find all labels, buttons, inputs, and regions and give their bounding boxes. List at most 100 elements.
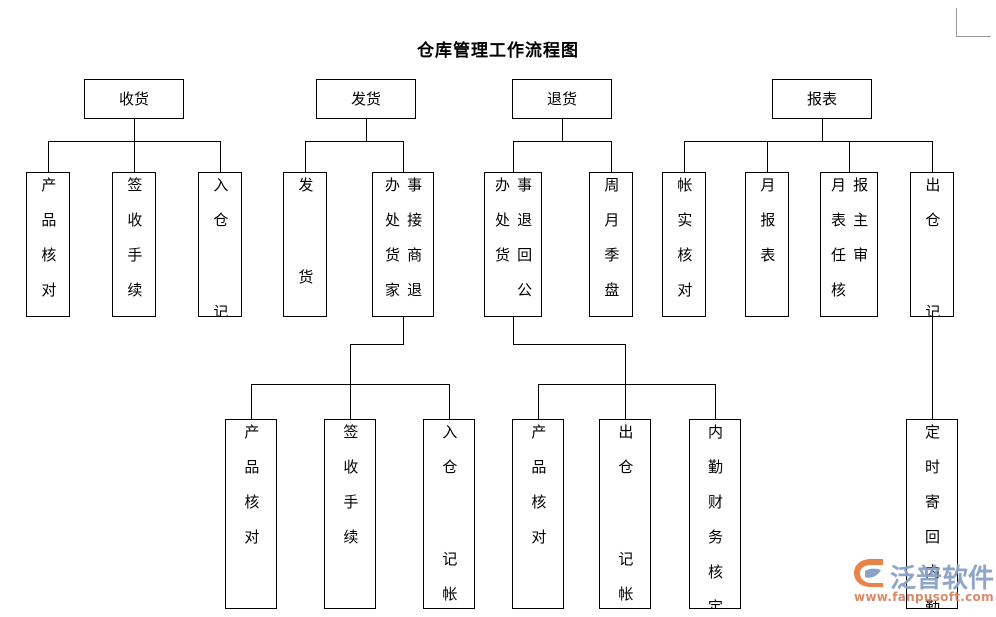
node-rcv-1-text: 产 品 核 对: [27, 177, 69, 312]
connector-shipping-bus: [305, 141, 403, 142]
node-shp-2-col-0: 事 接 商 退: [405, 177, 424, 298]
connector-receiving-drop-2: [134, 141, 135, 172]
connector-receiving-drop-3: [220, 141, 221, 172]
node-shipping[interactable]: 发货: [316, 79, 416, 119]
node-rep-3[interactable]: 报 主 审 月 表 任 核: [820, 172, 878, 317]
node-ret-1-2-text: 出 仓 记 帐: [600, 424, 650, 604]
node-shp-2-1[interactable]: 产 品 核 对: [225, 419, 277, 609]
connector-ret1-bus-drop-2: [625, 384, 626, 419]
connector-shipping-drop-2: [403, 141, 404, 172]
node-shp-2-2-col-0: 签 收 手 续: [341, 424, 360, 545]
node-ret-1[interactable]: 事 退 回 公 司 办 处 货: [484, 172, 542, 317]
node-rcv-2-col-0: 签 收 手 续: [125, 177, 144, 298]
node-ret-1-1[interactable]: 产 品 核 对: [512, 419, 564, 609]
node-rcv-3[interactable]: 入 仓 记 帐: [198, 172, 242, 317]
connector-reports-bus: [684, 141, 932, 142]
fanpu-logo-icon: [854, 559, 883, 587]
node-ret-1-col-1: 办 处 货: [493, 177, 511, 263]
node-rep-2-col-0: 月 报 表: [758, 177, 777, 263]
connector-returns-stem: [562, 119, 563, 141]
node-shp-2-3-col-0: 入 仓 记 帐: [440, 424, 459, 602]
node-shp-2-1-col-0: 产 品 核 对: [242, 424, 261, 545]
node-ret-1-3-text: 内 勤 财 务 核 定 报 销: [690, 424, 740, 608]
connector-reports-stem: [822, 119, 823, 141]
node-rep-2[interactable]: 月 报 表: [745, 172, 789, 317]
node-rcv-3-col-0: 入 仓 记 帐: [211, 177, 230, 317]
node-reports-label: 报表: [806, 90, 837, 108]
node-rep-1-text: 帐 实 核 对: [663, 177, 705, 312]
connector-shp2-bus-drop-3: [449, 384, 450, 419]
node-shp-2-3-text: 入 仓 记 帐: [424, 424, 474, 604]
node-rep-1[interactable]: 帐 实 核 对: [662, 172, 706, 317]
connector-ret1-jog: [513, 344, 625, 345]
node-rep-3-text: 报 主 审 月 表 任 核: [821, 177, 877, 312]
node-shp-2-3[interactable]: 入 仓 记 帐: [423, 419, 475, 609]
connector-shp2-bus-drop-1: [251, 384, 252, 419]
connector-ret1-bus: [538, 384, 715, 385]
node-returns-label: 退货: [546, 90, 577, 108]
connector-receiving-drop-1: [48, 141, 49, 172]
connector-shp2-jog: [350, 344, 404, 345]
node-rcv-1-col-0: 产 品 核 对: [39, 177, 58, 298]
connector-shp2-drop: [350, 344, 351, 384]
connector-shipping-stem: [366, 119, 367, 141]
page-corner-guide: [956, 8, 991, 37]
node-rcv-2-text: 签 收 手 续: [113, 177, 155, 312]
node-ret-1-3-col-0: 内 勤 财 务 核 定 报 销: [706, 424, 725, 609]
node-rep-4[interactable]: 出 仓 记 帐: [910, 172, 954, 317]
node-rep-4-1-col-0: 定 时 寄 回 内 勤 处 理: [923, 424, 942, 609]
connector-ret1-bus-drop-3: [715, 384, 716, 419]
connector-reports-drop-3: [849, 141, 850, 172]
node-shipping-label: 发货: [350, 90, 381, 108]
node-rep-4-1[interactable]: 定 时 寄 回 内 勤 处 理: [906, 419, 958, 609]
node-ret-1-1-text: 产 品 核 对: [513, 424, 563, 604]
node-shp-2[interactable]: 事 接 商 退 办 处 货 家 货: [372, 172, 434, 317]
node-rep-4-col-0: 出 仓 记 帐: [923, 177, 942, 317]
node-reports[interactable]: 报表: [772, 79, 872, 119]
node-rep-4-text: 出 仓 记 帐: [911, 177, 953, 316]
connector-receiving-stem: [134, 119, 135, 141]
node-shp-2-2[interactable]: 签 收 手 续: [324, 419, 376, 609]
node-shp-2-text: 事 接 商 退 办 处 货 家 货: [373, 177, 433, 312]
node-rep-2-text: 月 报 表: [746, 177, 788, 312]
node-receiving-label: 收货: [118, 90, 149, 108]
node-rcv-2[interactable]: 签 收 手 续: [112, 172, 156, 317]
node-shp-2-1-text: 产 品 核 对: [226, 424, 276, 604]
connector-reports-drop-2: [767, 141, 768, 172]
node-rcv-3-text: 入 仓 记 帐: [199, 177, 241, 316]
node-rep-1-col-0: 帐 实 核 对: [675, 177, 694, 298]
node-ret-1-3[interactable]: 内 勤 财 务 核 定 报 销: [689, 419, 741, 609]
connector-reports-drop-4: [932, 141, 933, 172]
node-shp-1-text: 发 货: [284, 177, 326, 312]
node-shp-2-col-1: 办 处 货 家 货: [383, 177, 401, 317]
node-ret-1-2-col-0: 出 仓 记 帐: [616, 424, 635, 602]
node-ret-1-text: 事 退 回 公 司 办 处 货: [485, 177, 541, 312]
node-ret-1-1-col-0: 产 品 核 对: [529, 424, 548, 545]
connector-rep4-stem: [932, 317, 933, 419]
node-ret-1-col-0: 事 退 回 公 司: [515, 177, 534, 317]
node-shp-1-col-0: 发 货: [296, 177, 315, 285]
node-ret-1-2[interactable]: 出 仓 记 帐: [599, 419, 651, 609]
node-rep-3-col-1: 月 表 任 核: [829, 177, 847, 298]
connector-returns-drop-1: [513, 141, 514, 172]
node-ret-2[interactable]: 周 月 季 盘 点: [589, 172, 633, 317]
connector-reports-drop-1: [684, 141, 685, 172]
node-shp-2-2-text: 签 收 手 续: [325, 424, 375, 604]
node-ret-2-text: 周 月 季 盘 点: [590, 177, 632, 312]
connector-ret1-bus-drop-1: [538, 384, 539, 419]
node-rep-4-1-text: 定 时 寄 回 内 勤 处 理: [907, 424, 957, 608]
node-ret-2-col-0: 周 月 季 盘 点: [602, 177, 621, 317]
connector-shp2-stem: [403, 317, 404, 344]
node-shp-1[interactable]: 发 货: [283, 172, 327, 317]
page-title: 仓库管理工作流程图: [417, 41, 579, 61]
connector-shp2-bus-drop-2: [350, 384, 351, 419]
connector-returns-bus: [513, 141, 611, 142]
connector-ret1-stem: [513, 317, 514, 344]
connector-ret1-drop: [625, 344, 626, 384]
node-rcv-1[interactable]: 产 品 核 对: [26, 172, 70, 317]
connector-shipping-drop-1: [305, 141, 306, 172]
node-rep-3-col-0: 报 主 审: [851, 177, 870, 263]
node-receiving[interactable]: 收货: [84, 79, 184, 119]
node-returns[interactable]: 退货: [512, 79, 612, 119]
